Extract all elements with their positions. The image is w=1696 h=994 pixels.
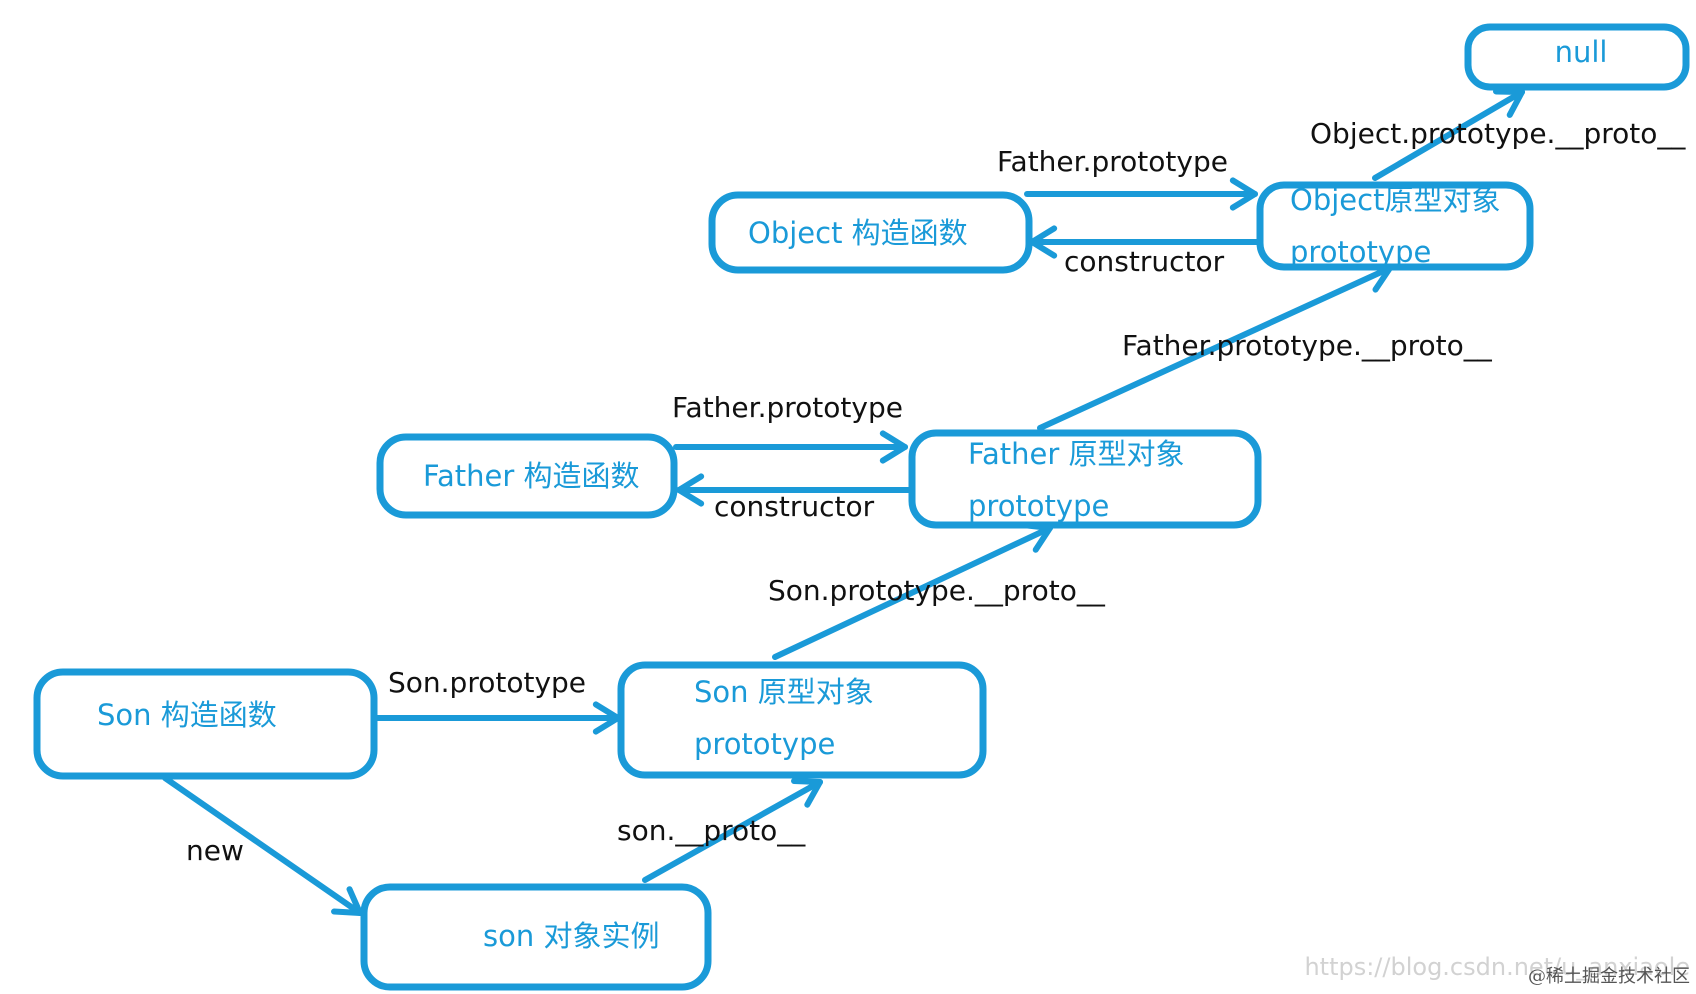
watermark-brand: @稀土掘金技术社区 (1528, 966, 1690, 987)
arrowhead-object-proto-to-null (1493, 88, 1525, 118)
edge-label-father-proto-to-object-proto: Father.prototype.__proto__ (1122, 329, 1493, 362)
edge-label-son-ctor-to-instance: new (186, 834, 244, 867)
edge-son-proto-to-father-proto (772, 525, 1053, 660)
node-label-son-prototype-0: Son 原型对象 (694, 675, 874, 709)
edge-label-object-ctor-to-proto: Father.prototype (997, 145, 1228, 178)
node-son-constructor: Son 构造函数 (33, 668, 378, 780)
edge-label-father-proto-to-ctor: constructor (714, 490, 875, 523)
node-box-object-constructor (708, 191, 1033, 274)
node-label-object-constructor-0: Object 构造函数 (748, 216, 968, 250)
edge-label-son-proto-to-father-proto: Son.prototype.__proto__ (768, 574, 1106, 607)
labels-layer: Object.prototype.__proto__ Father.prototy… (186, 117, 1686, 867)
node-box-father-constructor (376, 433, 678, 519)
node-label-son-constructor-0: Son 构造函数 (97, 698, 277, 732)
node-object-constructor: Object 构造函数 (708, 191, 1033, 274)
node-label-null-0: null (1555, 35, 1608, 69)
node-object-prototype: Object原型对象 prototype (1256, 181, 1534, 271)
node-label-father-prototype-0: Father 原型对象 (968, 437, 1185, 471)
arrowhead-object-ctor-to-proto (1229, 177, 1258, 211)
node-label-object-prototype-0: Object原型对象 (1290, 183, 1500, 217)
edge-label-object-proto-to-null: Object.prototype.__proto__ (1310, 117, 1686, 150)
node-son-instance: son 对象实例 (360, 883, 712, 991)
node-label-object-prototype-1: prototype (1290, 235, 1431, 269)
node-null: null (1464, 23, 1690, 91)
node-label-father-prototype-1: prototype (968, 489, 1109, 523)
node-box-son-instance (360, 883, 712, 991)
node-box-object-prototype (1256, 181, 1534, 271)
node-label-father-constructor-0: Father 构造函数 (423, 459, 640, 493)
arrowhead-son-instance-to-proto (791, 777, 823, 808)
edge-object-proto-to-null (1372, 89, 1525, 181)
edge-label-father-ctor-to-proto: Father.prototype (672, 391, 903, 424)
node-box-son-constructor (33, 668, 378, 780)
arrowhead-son-ctor-to-instance (331, 886, 363, 916)
edge-label-son-ctor-to-proto: Son.prototype (388, 666, 586, 699)
edge-father-proto-to-object-proto (1037, 265, 1393, 431)
edge-son-ctor-to-instance (162, 775, 363, 916)
node-father-constructor: Father 构造函数 (376, 433, 678, 519)
edge-son-instance-to-proto (642, 779, 823, 883)
node-box-null (1464, 23, 1690, 91)
node-box-son-prototype (617, 661, 987, 779)
node-label-son-prototype-1: prototype (694, 727, 835, 761)
watermark: https://blog.csdn.net/u_anxiaole @稀土掘金技术… (1304, 953, 1690, 987)
node-box-father-prototype (908, 429, 1262, 529)
node-father-prototype: Father 原型对象 prototype (908, 429, 1262, 529)
arrowhead-father-ctor-to-proto (879, 430, 908, 464)
node-label-son-instance-0: son 对象实例 (483, 919, 659, 953)
node-son-prototype: Son 原型对象 prototype (617, 661, 987, 779)
arrowhead-father-proto-to-ctor (676, 473, 705, 507)
watermark-url: https://blog.csdn.net/u_anxiaole (1304, 953, 1690, 981)
edge-label-son-instance-to-proto: son.__proto__ (617, 814, 806, 847)
edge-label-object-proto-to-ctor: constructor (1064, 245, 1225, 278)
